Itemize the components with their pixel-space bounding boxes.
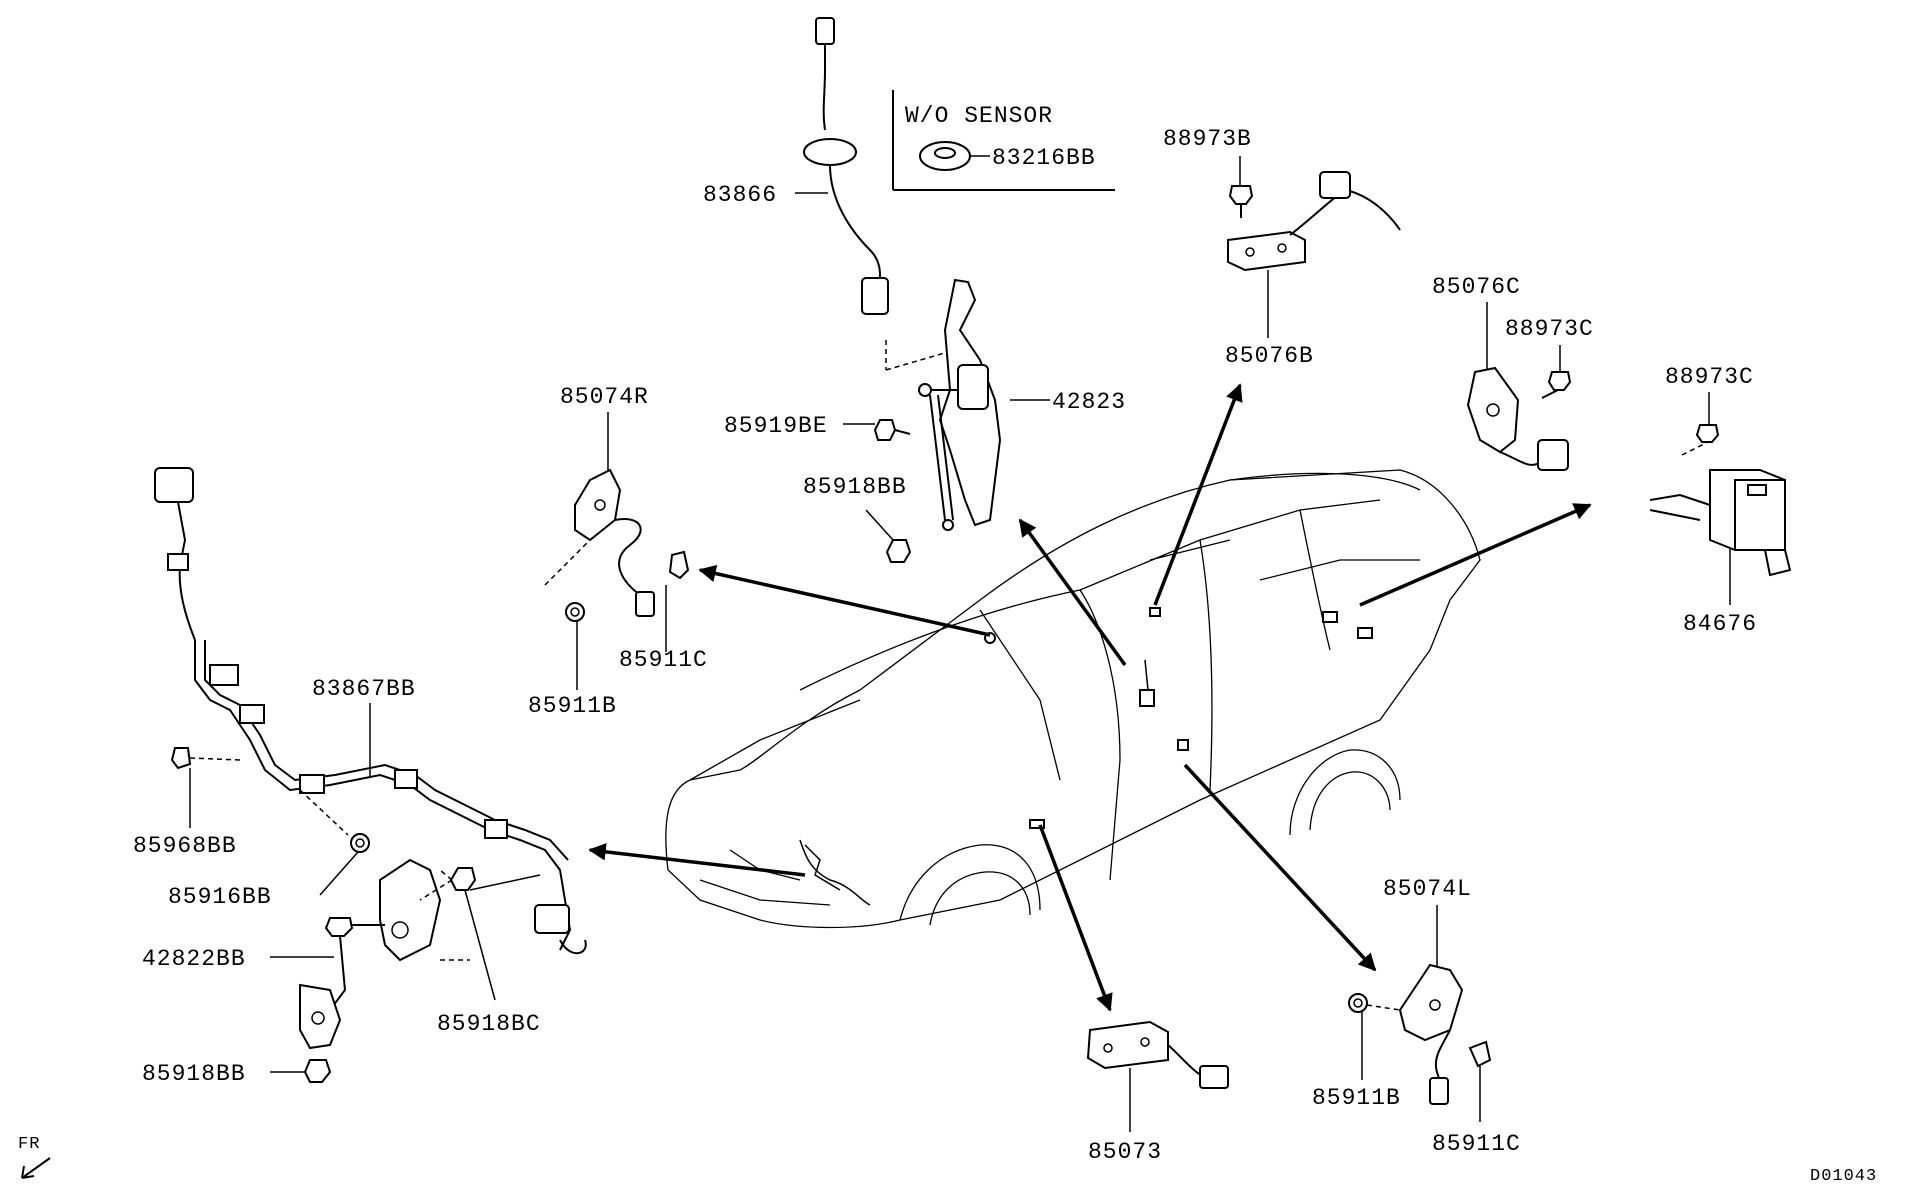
label-85911B-top: 85911B	[528, 693, 617, 719]
part-group-height-sensor-front: 83866 42823 85919BE 85918BB	[703, 17, 1126, 563]
label-88973C-mid: 88973C	[1505, 316, 1594, 342]
vehicle-outline	[665, 469, 1481, 929]
label-85918BB-top: 85918BB	[803, 474, 907, 500]
front-direction-indicator: FR	[18, 1135, 51, 1179]
part-group-85076C: 85076C 88973C	[1432, 274, 1594, 471]
label-85968BB: 85968BB	[133, 833, 237, 859]
label-85919BE: 85919BE	[724, 413, 828, 439]
label-42822BB: 42822BB	[142, 946, 246, 972]
label-88973B: 88973B	[1163, 126, 1252, 152]
label-85918BC: 85918BC	[437, 1011, 541, 1037]
label-85076C: 85076C	[1432, 274, 1521, 300]
label-85076B: 85076B	[1225, 343, 1314, 369]
label-85074L: 85074L	[1383, 876, 1472, 902]
label-42823: 42823	[1052, 389, 1126, 415]
label-85911C-top: 85911C	[619, 647, 708, 673]
inset-wo-sensor: W/O SENSOR 83216BB	[892, 90, 1115, 191]
label-85073: 85073	[1088, 1139, 1162, 1165]
part-group-85073: 85073	[1086, 1020, 1229, 1165]
part-group-height-sensor-rear: 83867BB 85968BB 85916BB 42822BB 85918BC …	[133, 467, 587, 1087]
label-85918BB-bottom: 85918BB	[142, 1061, 246, 1087]
label-83216BB: 83216BB	[992, 145, 1096, 171]
vehicle-mounted-parts	[799, 607, 1373, 906]
label-85911B-bottom: 85911B	[1312, 1085, 1401, 1111]
callout-arrows	[588, 383, 1592, 1012]
label-85916BB: 85916BB	[168, 884, 272, 910]
part-group-84676: 88973C 84676	[1649, 364, 1792, 637]
label-83866: 83866	[703, 182, 777, 208]
label-85074R: 85074R	[560, 384, 649, 410]
part-group-85076B: 88973B 85076B	[1163, 126, 1401, 369]
inset-title: W/O SENSOR	[905, 103, 1053, 129]
label-84676: 84676	[1683, 611, 1757, 637]
part-group-85074L: 85074L 85911C 85911B	[1312, 876, 1521, 1157]
label-83867BB: 83867BB	[312, 676, 416, 702]
label-85911C-bottom: 85911C	[1432, 1131, 1521, 1157]
label-88973C-right: 88973C	[1665, 364, 1754, 390]
direction-label: FR	[18, 1135, 40, 1154]
front-arrow-icon	[21, 1157, 51, 1179]
part-group-85074R: 85074R 85911C 85911B	[528, 384, 708, 719]
diagram-code: D01043	[1810, 1167, 1877, 1186]
